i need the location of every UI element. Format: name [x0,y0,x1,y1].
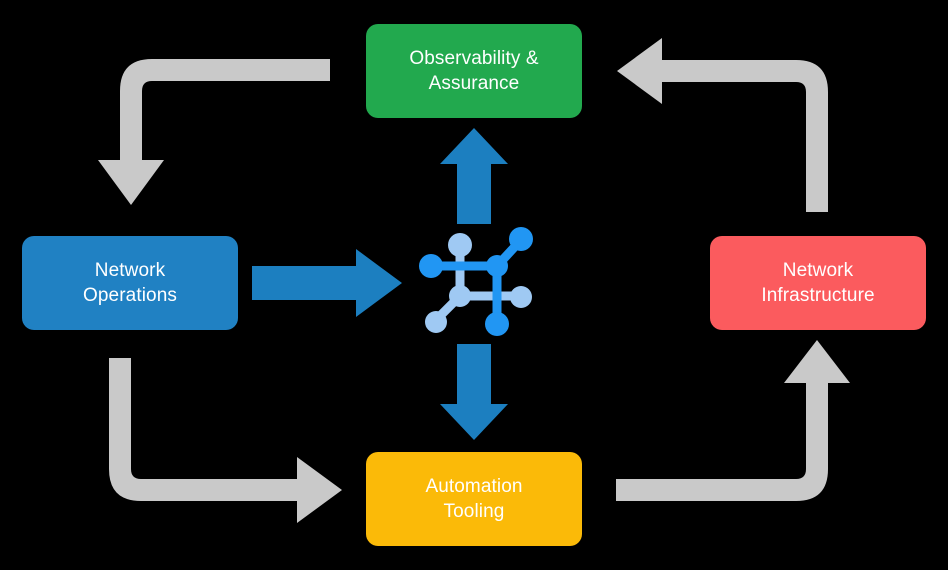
connector-automation-to-infrastructure [616,340,850,501]
connector-center-to-observability [440,128,508,224]
node-observability-label: Observability & Assurance [409,47,539,94]
node-network-operations[interactable]: Network Operations [22,236,238,330]
node-network-infrastructure[interactable]: Network Infrastructure [710,236,926,330]
connector-infrastructure-to-observability [617,38,828,212]
network-mesh-icon [419,227,533,336]
connector-operations-to-center [252,249,402,317]
node-infrastructure-label: Network Infrastructure [761,259,875,306]
node-observability-assurance[interactable]: Observability & Assurance [366,24,582,118]
connector-operations-to-automation [109,358,342,523]
connector-observability-to-operations [98,59,330,205]
connector-center-to-automation [440,344,508,440]
node-automation-tooling[interactable]: Automation Tooling [366,452,582,546]
node-automation-label: Automation Tooling [425,475,523,522]
node-operations-label: Network Operations [83,259,177,306]
